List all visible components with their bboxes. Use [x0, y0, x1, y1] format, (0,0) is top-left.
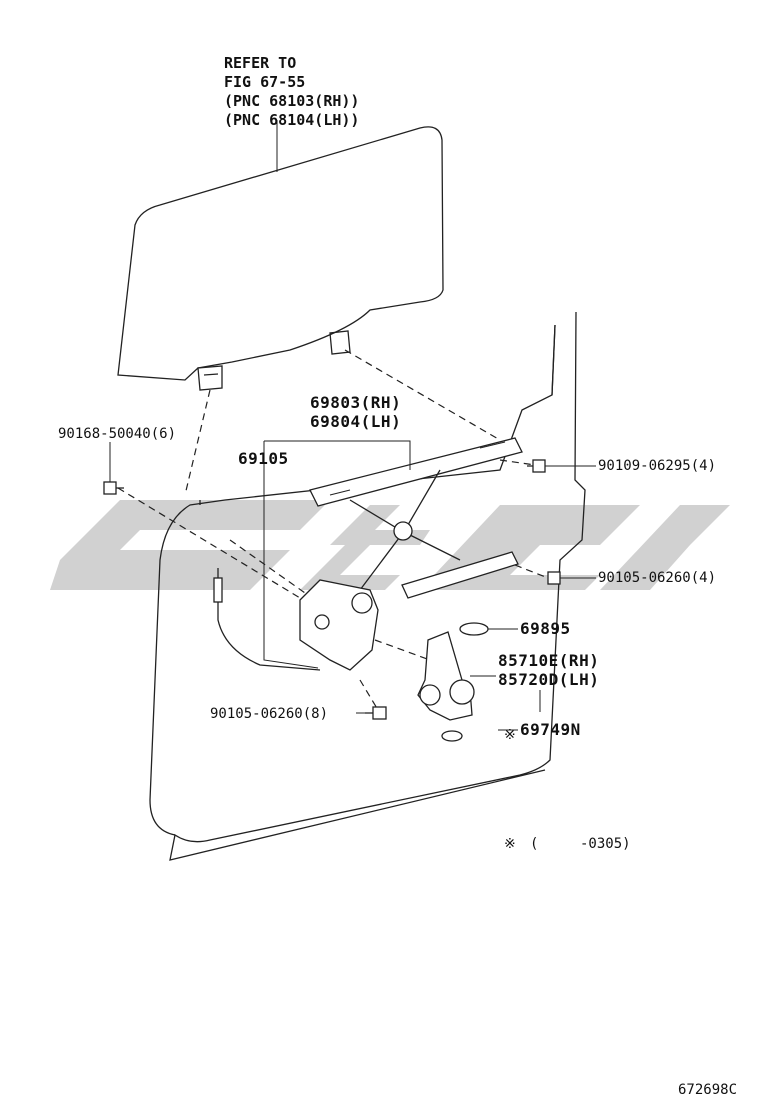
leader-regulator-cable — [263, 440, 411, 669]
gear-wheel — [351, 592, 373, 614]
dash-bolt-left — [117, 487, 321, 611]
dash-glass-right — [344, 349, 501, 441]
regulator-pivot — [393, 521, 413, 541]
regulator-top-rail — [309, 437, 523, 507]
bolt-door-panel — [103, 481, 124, 495]
dash-motor — [374, 639, 431, 661]
regulator-cable — [217, 568, 321, 671]
label-regulator-rh: 69803(RH) — [310, 393, 402, 412]
reference-line-4: (PNC 68104(LH)) — [224, 111, 360, 129]
footnote-range: -0305) — [580, 836, 631, 852]
door-glass-outline — [117, 126, 444, 381]
bolt-lower-rail — [547, 571, 561, 585]
dash-glass-left — [184, 389, 211, 496]
dash-cable — [229, 539, 316, 601]
label-spring-mark: ※ — [504, 727, 516, 743]
label-clip: 69895 — [520, 619, 571, 638]
regulator-lower-rail — [401, 551, 519, 599]
reference-line-1: REFER TO — [224, 54, 297, 72]
label-motor-rh: 85710E(RH) — [498, 651, 600, 670]
dash-toprail — [499, 459, 536, 466]
footnote-symbol: ※ — [504, 836, 516, 852]
reference-line-3: (PNC 68103(RH)) — [224, 92, 360, 110]
spring-part — [441, 730, 463, 742]
label-bolt-top-rail: 90109-06295(4) — [598, 458, 717, 474]
cable-end — [213, 577, 223, 603]
label-bolt-lower-rail: 90105-06260(4) — [598, 570, 717, 586]
footnote-open: ( — [530, 836, 539, 852]
label-spring: 69749N — [520, 720, 581, 739]
label-motor-lh: 85720D(LH) — [498, 670, 600, 689]
label-cable: 69105 — [238, 449, 289, 468]
clip-part — [459, 622, 489, 636]
label-regulator-lh: 69804(LH) — [310, 412, 402, 431]
glass-bracket-left — [197, 365, 223, 391]
reference-note: REFER TO FIG 67-55 (PNC 68103(RH)) (PNC … — [224, 54, 359, 130]
glass-bracket-right — [329, 330, 351, 355]
bolt-top-rail — [527, 459, 546, 473]
dash-regbolt — [359, 679, 379, 711]
diagram-id: 672698C — [678, 1082, 738, 1098]
reference-line-2: FIG 67-55 — [224, 73, 306, 91]
window-motor — [417, 631, 473, 721]
label-bolt-door-panel: 90168-50040(6) — [58, 426, 177, 442]
dash-lowrail — [514, 564, 549, 579]
label-bolt-regulator: 90105-06260(8) — [210, 706, 329, 722]
door-frame-inner — [199, 324, 556, 505]
